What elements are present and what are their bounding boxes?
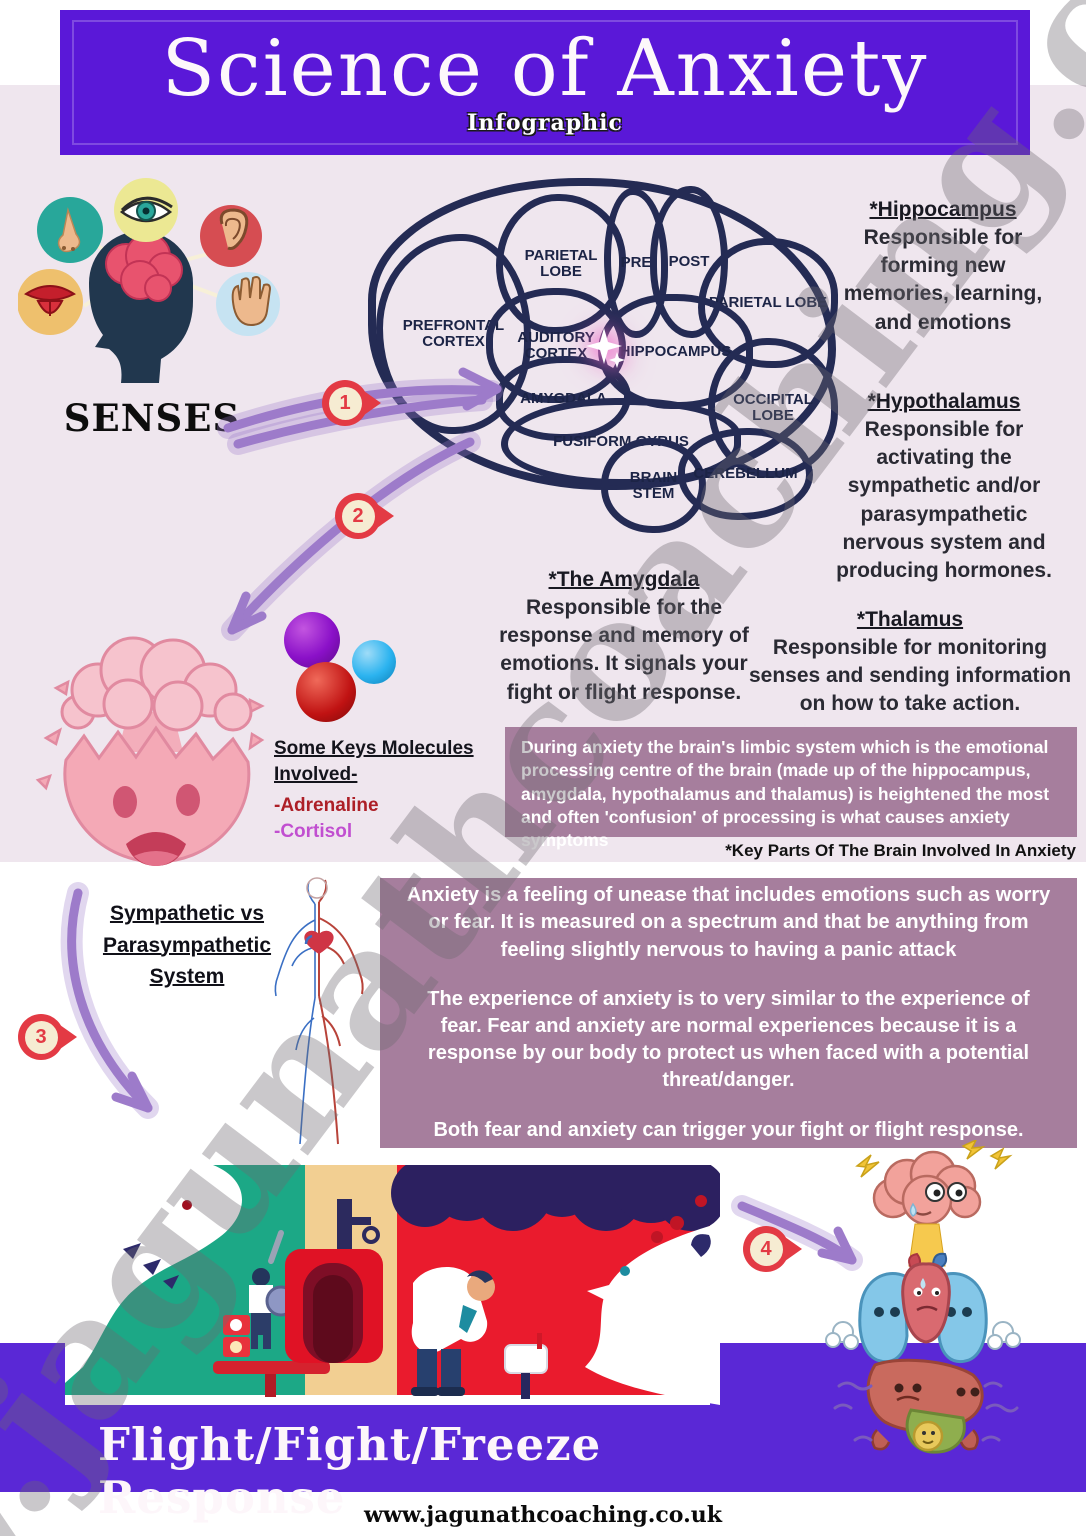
thalamus-title: *Thalamus (856, 608, 964, 631)
taste-icon (18, 269, 83, 335)
right-eye (176, 784, 200, 816)
website-footer: www.jagunathcoaching.co.uk (364, 1502, 722, 1528)
molecule-adrenaline: -Adrenaline (274, 795, 379, 817)
left-eye (113, 786, 137, 818)
fight-man (213, 1230, 330, 1397)
molecule-sphere-blue (352, 640, 396, 684)
debris (35, 679, 265, 791)
touch-icon (216, 272, 280, 336)
step-marker-2: 2 (335, 493, 381, 539)
anxious-organs-illustration (825, 1140, 1021, 1454)
hippocampus-info: *Hippocampus Responsible for forming new… (838, 196, 1048, 337)
header-inner-frame: Science of Anxiety Infographic (72, 20, 1018, 145)
senses-label: SENSES (63, 396, 241, 440)
brain-diagram: PREFRONTAL CORTEX PARIETAL LOBE PRE POST… (366, 166, 848, 538)
anxiety-description-box: Anxiety is a feeling of unease that incl… (380, 878, 1077, 1148)
anxious-organs (833, 1358, 1019, 1454)
limbic-note-text: During anxiety the brain's limbic system… (521, 737, 1050, 851)
header-banner: Science of Anxiety Infographic (60, 10, 1030, 155)
hearing-icon (200, 205, 262, 267)
anxious-heart (901, 1252, 951, 1344)
anxiety-paragraph-1: Anxiety is a feeling of unease that incl… (406, 884, 1051, 961)
brain-in-head (105, 233, 183, 302)
molecules-heading: Some Keys Molecules Involved- (274, 738, 474, 785)
response-title: Flight/Fight/Freeze Response (98, 1418, 602, 1524)
sight-icon (114, 178, 178, 242)
step-marker-1: 1 (322, 380, 368, 426)
key-parts-caption: *Key Parts Of The Brain Involved In Anxi… (725, 841, 1076, 860)
step-marker-3: 3 (18, 1014, 64, 1060)
anger-cloud (391, 1165, 720, 1243)
anxiety-paragraph-3: Both fear and anxiety can trigger your f… (433, 1118, 1024, 1141)
thalamus-info: *Thalamus Responsible for monitoring sen… (748, 606, 1072, 719)
nervous-system-illustration (274, 877, 364, 1145)
sparkle-icon (586, 328, 625, 368)
smell-icon (37, 197, 103, 263)
brain-region-cerebellum: CEREBELLUM (678, 428, 813, 520)
amygdala-body: Responsible for the response and memory … (499, 596, 749, 704)
page-subtitle: Infographic (467, 109, 623, 136)
hypothalamus-body: Responsible for activating the sympathet… (836, 418, 1052, 582)
senses-illustration (18, 178, 280, 383)
shocked-face (63, 725, 251, 864)
anxiety-paragraph-2: The experience of anxiety is to very sim… (427, 987, 1030, 1092)
hippocampus-title: *Hippocampus (869, 198, 1017, 221)
flight-man (411, 1266, 548, 1399)
heart-shape (304, 930, 334, 954)
mailbox (285, 1199, 383, 1363)
anxious-lungs (825, 1272, 1021, 1363)
lightning-bolts (855, 1140, 1013, 1178)
shake-lines (833, 1381, 1019, 1442)
molecule-sphere-red (296, 662, 356, 722)
amygdala-info: *The Amygdala Responsible for the respon… (478, 566, 770, 707)
molecule-sphere-purple (284, 612, 340, 668)
brain-cloud (60, 636, 253, 732)
systems-heading: Sympathetic vs Parasympathetic System (102, 902, 272, 988)
page-title: Science of Anxiety (161, 23, 929, 114)
fight-flight-illustration (65, 1165, 720, 1405)
monster-right (585, 1223, 720, 1405)
hypothalamus-info: *Hypothalamus Responsible for activating… (830, 388, 1058, 585)
hypothalamus-title: *Hypothalamus (867, 390, 1021, 413)
monster-left (65, 1165, 242, 1383)
amygdala-title: *The Amygdala (548, 568, 700, 591)
hippocampus-body: Responsible for forming new memories, le… (843, 226, 1043, 334)
tongue (134, 851, 178, 866)
step-marker-4: 4 (743, 1226, 789, 1272)
thalamus-body: Responsible for monitoring senses and se… (748, 636, 1072, 716)
molecule-cortisol: -Cortisol (274, 820, 353, 842)
limbic-note-box: During anxiety the brain's limbic system… (505, 727, 1077, 850)
body-head-outline (306, 877, 328, 899)
molecules-list: Some Keys Molecules Involved- -Adrenalin… (274, 736, 484, 845)
exploding-head-illustration (35, 636, 265, 866)
